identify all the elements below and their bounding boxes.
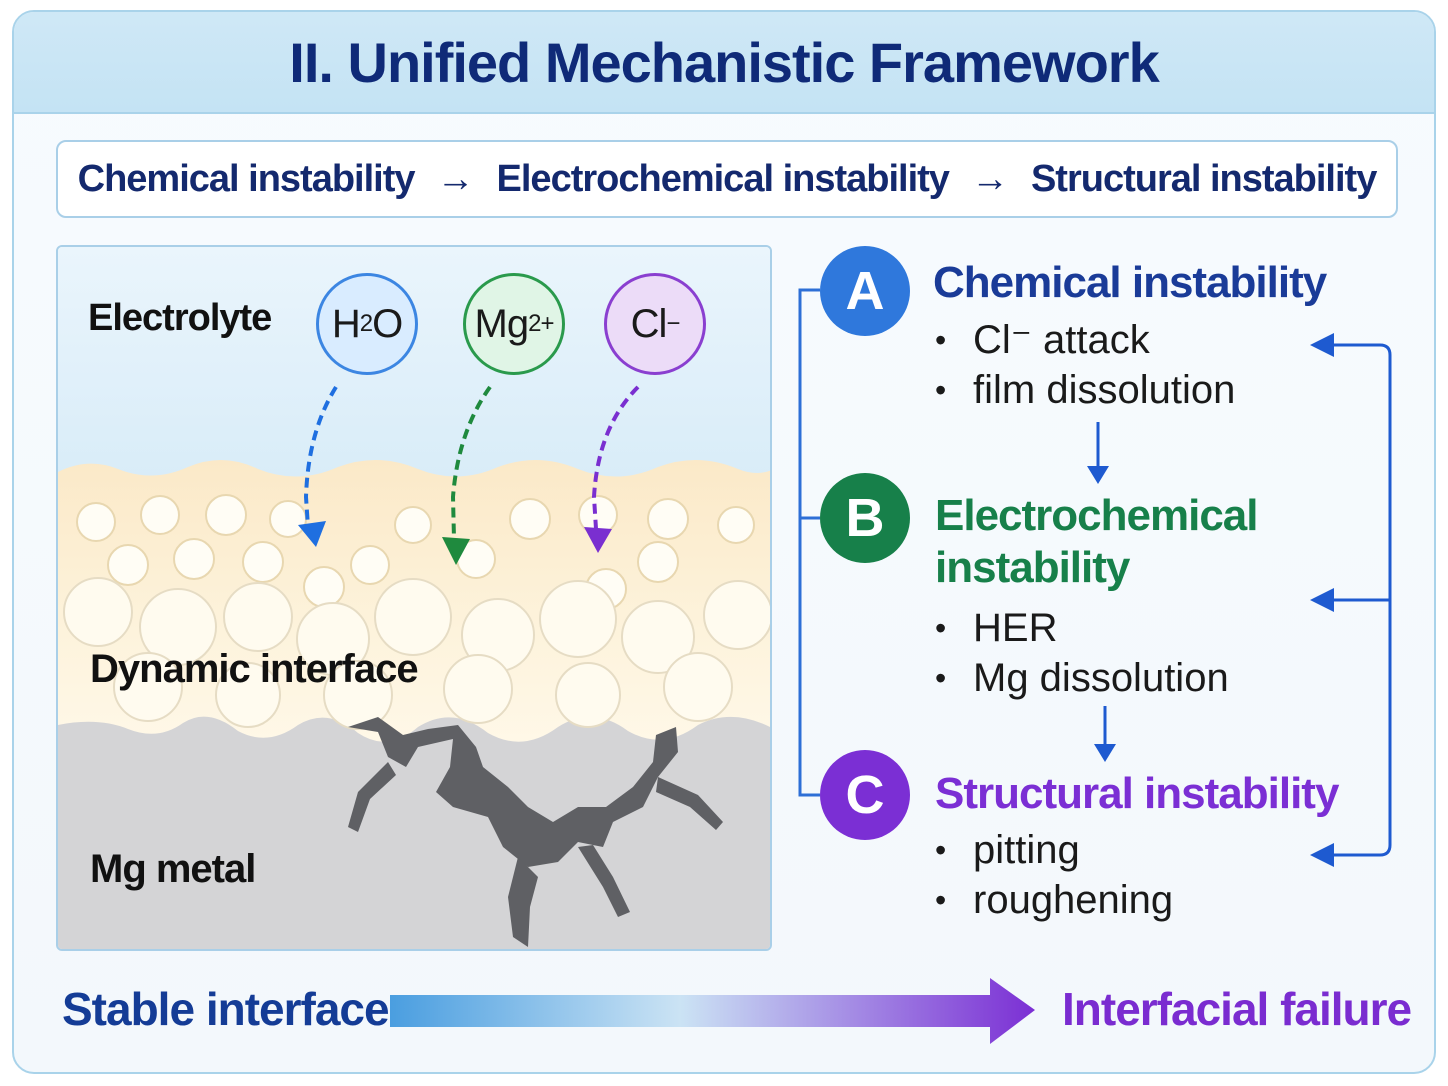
interface-illustration: Electrolyte Dynamic interface Mg metal H… [56,245,772,951]
list-item: Mg dissolution [935,653,1229,703]
ion-h2o-base: H [331,301,361,346]
step-a-bullets: Cl⁻ attack film dissolution [935,315,1235,415]
step-a-title: Chemical instability [933,258,1327,307]
interfacial-failure-label: Interfacial failure [1062,983,1412,1035]
pitting-cracks [348,717,723,947]
step-b-badge: B [820,473,910,563]
ion-cl: Cl− [604,273,706,375]
ion-cl-base: Cl [630,301,668,346]
list-item: Cl⁻ attack [935,315,1235,365]
ion-h2o-sub: 2 [359,310,373,337]
h2o-arrowhead-icon [298,521,326,547]
list-item: film dissolution [935,365,1235,415]
step-b-bullets: HER Mg dissolution [935,603,1229,703]
mg-metal-label: Mg metal [90,847,256,891]
cl-arrow [591,385,640,530]
figure-frame: II. Unified Mechanistic Framework Chemic… [12,10,1436,1074]
step-b-title: Electrochemical instability [935,491,1259,592]
cl-arrowhead-icon [584,527,612,553]
electrolyte-label: Electrolyte [88,297,272,339]
step-a-badge: A [820,246,910,336]
step-c-bullets: pitting roughening [935,825,1173,925]
step-c-title: Structural instability [935,769,1339,818]
mg-arrow [450,385,492,540]
list-item: pitting [935,825,1173,875]
ion-mg-charge: 2+ [528,310,554,337]
stable-interface-label: Stable interface [62,983,390,1035]
ion-cl-charge: − [666,310,680,337]
title-bar: II. Unified Mechanistic Framework [14,12,1434,114]
flow-item-structural: Structural instability [1030,157,1377,200]
flow-item-electrochemical: Electrochemical instability [496,157,950,200]
instability-flow: Chemical instability → Electrochemical i… [56,140,1398,218]
mg-metal-region [58,716,770,949]
mg-arrowhead-icon [442,537,470,565]
flow-item-chemical: Chemical instability [77,157,416,200]
interface-lumps [63,577,770,730]
film-particles [76,494,755,610]
list-item: roughening [935,875,1173,925]
dynamic-interface-label: Dynamic interface [90,647,419,691]
list-item: HER [935,603,1229,653]
ion-mg-base: Mg [474,301,530,346]
page-title: II. Unified Mechanistic Framework [289,30,1159,94]
flow-arrow-icon: → [970,157,1009,200]
ion-h2o-tail: O [372,301,403,346]
flow-arrow-icon: → [436,157,475,200]
step-c-badge: C [820,750,910,840]
